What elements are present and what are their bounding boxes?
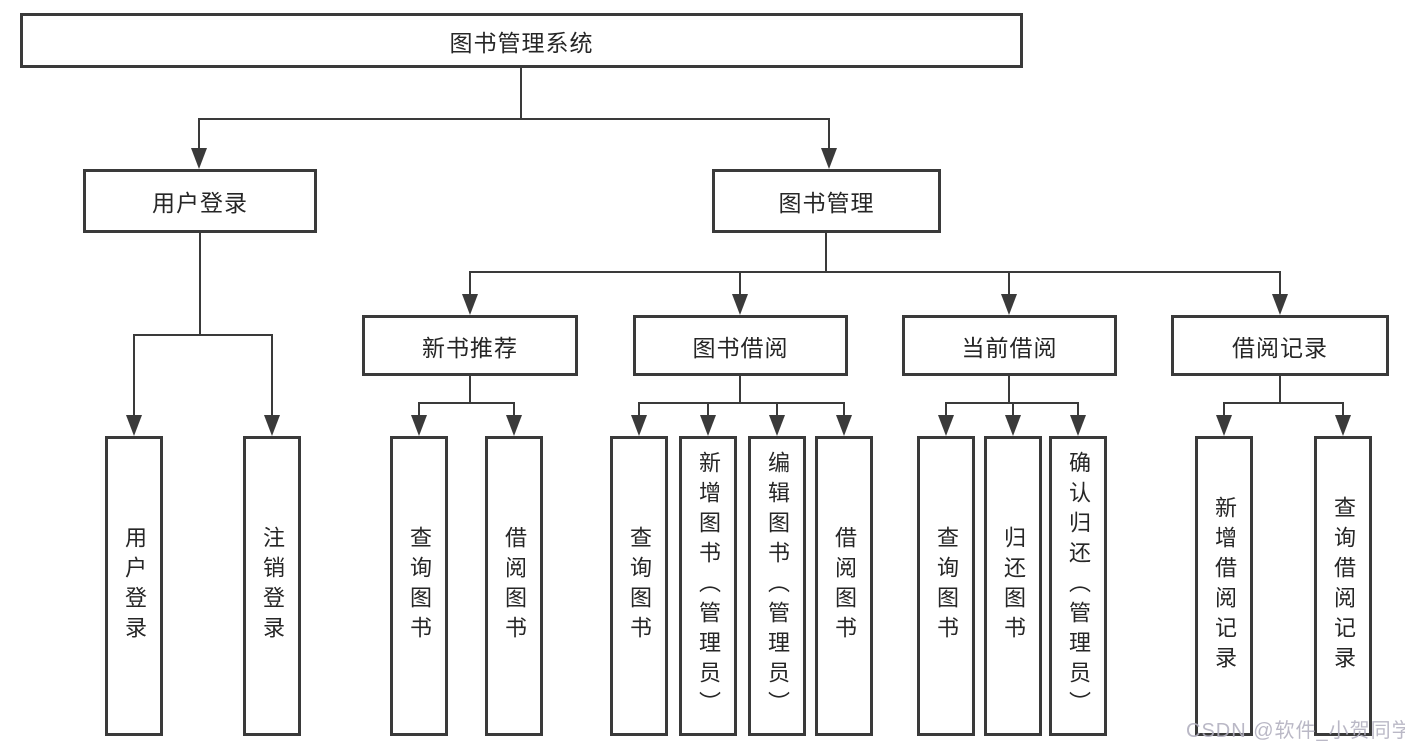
leaf-record-query-borrow-record: 查询借阅记录 [1314,436,1372,736]
connector-line [1279,376,1281,403]
leaf-record-add-borrow-record: 新增借阅记录 [1195,436,1253,736]
arrow-down [631,415,647,436]
arrow-down [732,294,748,315]
connector-line [1342,402,1344,416]
connector-line [198,118,200,149]
arrow-down [506,415,522,436]
node-borrow-record: 借阅记录 [1171,315,1389,376]
connector-line [707,402,709,416]
arrow-down [836,415,852,436]
arrow-down [1216,415,1232,436]
arrow-down [462,294,478,315]
connector-line [1012,402,1014,416]
arrow-down [1005,415,1021,436]
arrow-down [1272,294,1288,315]
arrow-down [1001,294,1017,315]
arrow-down [769,415,785,436]
leaf-recommend-query-book: 查询图书 [390,436,448,736]
node-user-login: 用户登录 [83,169,317,233]
leaf-borrow-query-book: 查询图书 [610,436,668,736]
arrow-down [411,415,427,436]
arrow-down [1070,415,1086,436]
connector-line [638,402,640,416]
connector-line [776,402,778,416]
connector-line [739,376,741,403]
leaf-borrow-borrow-book: 借阅图书 [815,436,873,736]
connector-line [1008,376,1010,403]
connector-line [1077,402,1079,416]
connector-line [843,402,845,416]
csdn-watermark: CSDN @软件_小贺同学 [1186,720,1405,742]
connector-line [418,402,515,404]
connector-line [198,118,830,120]
leaf-current-confirm-return-admin: 确认归还（管理员） [1049,436,1107,736]
leaf-current-return-book: 归还图书 [984,436,1042,736]
node-book-borrow: 图书借阅 [633,315,848,376]
node-root: 图书管理系统 [20,13,1023,68]
leaf-recommend-borrow-book: 借阅图书 [485,436,543,736]
connector-line [469,376,471,403]
connector-line [1279,271,1281,295]
leaf-user-login: 用户登录 [105,436,163,736]
connector-line [828,118,830,149]
arrow-down [821,148,837,169]
connector-line [418,402,420,416]
connector-line [520,68,522,119]
connector-line [469,271,471,295]
arrow-down [1335,415,1351,436]
connector-line [513,402,515,416]
connector-line [825,233,827,273]
connector-line [1223,402,1344,404]
arrow-down [264,415,280,436]
node-book-management: 图书管理 [712,169,941,233]
leaf-logout-login: 注销登录 [243,436,301,736]
node-current-borrow: 当前借阅 [902,315,1117,376]
connector-line [469,271,1281,273]
connector-line [199,233,201,336]
connector-line [945,402,947,416]
connector-line [133,334,273,336]
connector-line [638,402,845,404]
arrow-down [126,415,142,436]
connector-line [739,271,741,295]
connector-line [133,334,135,416]
arrow-down [700,415,716,436]
connector-line [1008,271,1010,295]
connector-line [1223,402,1225,416]
leaf-borrow-add-book-admin: 新增图书（管理员） [679,436,737,736]
connector-line [271,334,273,416]
arrow-down [191,148,207,169]
leaf-borrow-edit-book-admin: 编辑图书（管理员） [748,436,806,736]
leaf-current-query-book: 查询图书 [917,436,975,736]
arrow-down [938,415,954,436]
node-new-book-recommend: 新书推荐 [362,315,578,376]
